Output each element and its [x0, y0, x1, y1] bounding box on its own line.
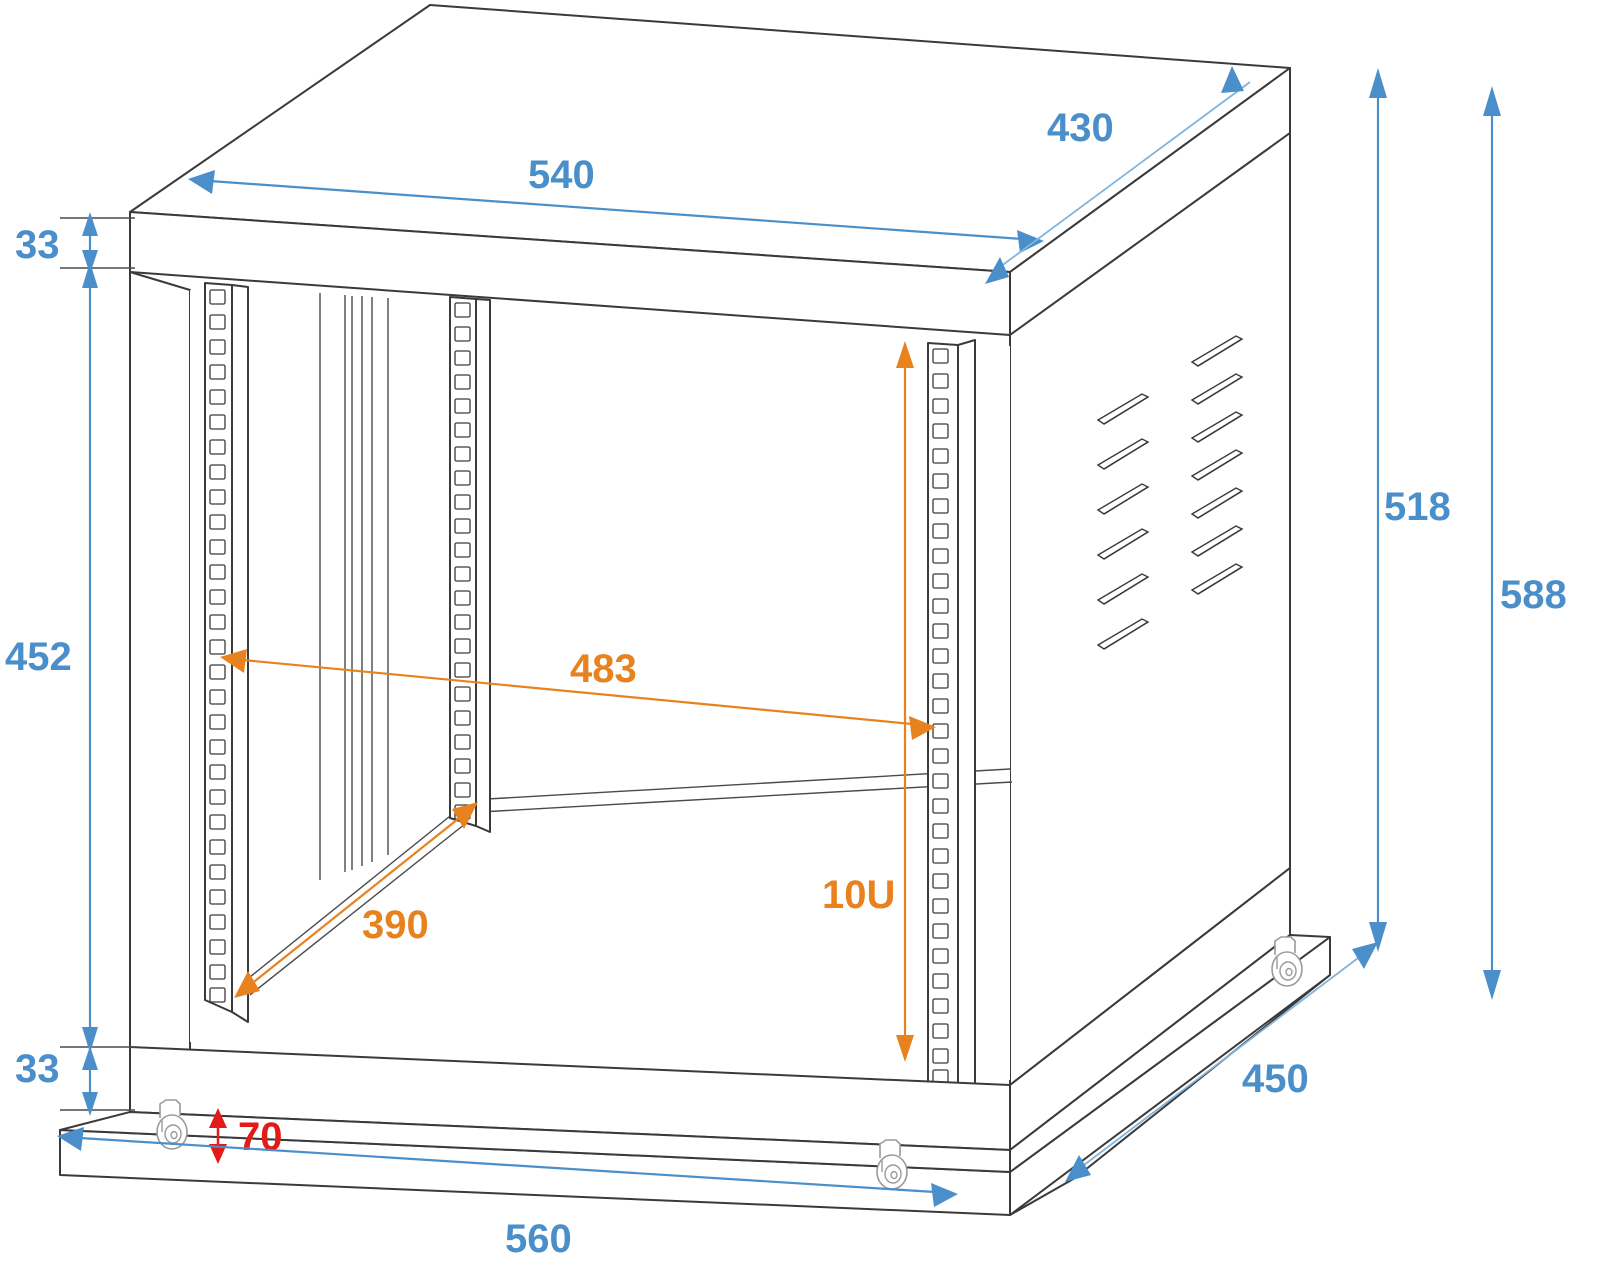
arrow-head	[1483, 970, 1501, 1000]
arrow-head	[909, 716, 936, 740]
rail-b-side	[475, 298, 491, 833]
dimension-label-body-height: 518	[1384, 485, 1451, 529]
base-plinth-right-top-face	[1009, 934, 1331, 1173]
interior-back-panel	[190, 290, 1010, 1080]
dimension-caster-height: 70	[209, 1108, 283, 1164]
dimension-label-caster-height: 70	[238, 1115, 283, 1159]
cabinet-body	[59, 4, 1331, 1216]
dimension-rail-depth: 390	[234, 802, 478, 998]
arrow-head	[1369, 68, 1387, 98]
arrow-head	[82, 262, 98, 288]
dimension-label-top-depth: 430	[1047, 106, 1114, 150]
interior-floor-back-edge-2	[479, 781, 1013, 813]
dimension-label-front-opening-height: 452	[5, 635, 72, 679]
ext	[1290, 68, 1500, 85]
dimension-top-panel-height: 33	[15, 212, 135, 274]
dimension-label-bottom-panel-height: 33	[15, 1047, 60, 1091]
arrow-head	[188, 170, 215, 194]
dimension-label-top-panel-height: 33	[15, 223, 60, 267]
dimension-bottom-panel-height: 33	[15, 1046, 135, 1116]
arrow-head	[82, 212, 98, 236]
mounting-rail-right	[927, 339, 976, 1096]
arrow-head	[896, 1035, 914, 1062]
arrow-head	[1221, 66, 1244, 93]
arrow-head	[896, 341, 914, 368]
rail-a-holes	[209, 289, 226, 1003]
arrow-head	[1352, 942, 1378, 969]
dimension-label-rack-units: 10U	[822, 873, 895, 917]
arrow-head	[931, 1183, 958, 1207]
dimension-rack-units: 10U	[822, 341, 914, 1062]
arrow-head	[1065, 1155, 1091, 1182]
dimension-base-width: 560	[57, 1127, 958, 1261]
dimension-mounting-width: 483	[220, 647, 936, 740]
interior-floor-back-edge	[469, 768, 1011, 801]
interior-floor-left-edge-2	[249, 811, 481, 996]
dimension-label-base-width: 560	[505, 1217, 572, 1261]
dimension-label-overall-height: 588	[1500, 573, 1567, 617]
arrow-head	[209, 1108, 227, 1128]
dimension-top-width: 540	[188, 153, 1044, 253]
mounting-rail-front-left	[204, 282, 249, 1023]
arrow-head	[452, 802, 478, 829]
rail-c-side	[957, 339, 976, 1096]
dimension-overall-height: 588	[1483, 86, 1567, 1000]
arrow-head	[82, 1046, 98, 1070]
dimension-label-rail-depth: 390	[362, 903, 429, 947]
arrow-head	[220, 649, 247, 673]
dimension-label-top-width: 540	[528, 153, 595, 197]
arrow-head	[1369, 922, 1387, 952]
arrow-head	[82, 1027, 98, 1053]
arrow-head	[1017, 230, 1044, 253]
arrow-head	[985, 257, 1009, 284]
dimension-base-depth: 450	[1065, 942, 1378, 1182]
mounting-rail-rear-left	[449, 296, 491, 833]
arrow-head	[57, 1127, 84, 1151]
dimension-label-mounting-width: 483	[570, 647, 637, 691]
dimension-front-opening-height: 452	[5, 262, 135, 1053]
dimension-top-depth: 430	[985, 66, 1251, 284]
dimension-body-height: 518	[1369, 68, 1451, 952]
interior-floor-left-edge	[239, 799, 471, 986]
arrow-head	[82, 1092, 98, 1116]
arrow-head	[1483, 86, 1501, 116]
left-side-panel	[129, 271, 191, 1091]
arrow-head	[209, 1144, 227, 1164]
arrow-head	[234, 971, 260, 998]
dimension-label-base-depth: 450	[1242, 1057, 1309, 1101]
